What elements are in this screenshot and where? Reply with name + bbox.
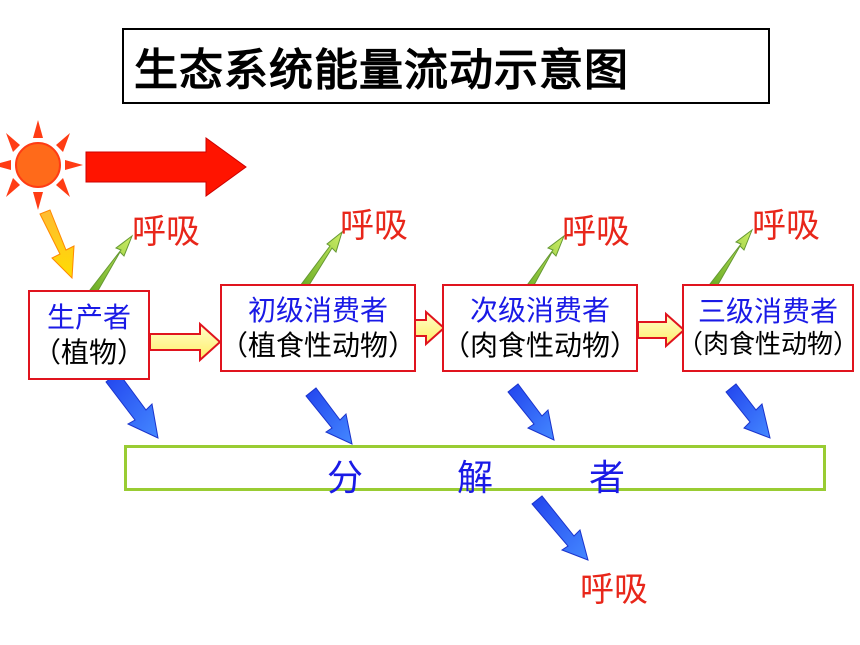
decomposer-box: 分 解 者 — [124, 445, 826, 499]
tertiary-respiration-arrow — [709, 228, 754, 289]
primary-consumer-node: 初级消费者 （植食性动物） — [220, 284, 416, 372]
diagram-title: 生态系统能量流动示意图 — [122, 28, 770, 104]
solar-energy-arrow — [85, 137, 247, 197]
primary-to-decomposer-arrow — [305, 387, 353, 445]
primary-consumer-name: 初级消费者 — [247, 294, 388, 327]
primary-respiration-arrow — [299, 230, 343, 291]
producer-to-decomposer-arrow — [105, 371, 159, 439]
secondary-consumer-name: 次级消费者 — [469, 294, 610, 327]
tertiary-respiration-label: 呼吸 — [752, 206, 820, 246]
sunlight-to-producer-arrow — [39, 209, 75, 280]
secondary-respiration-label: 呼吸 — [562, 212, 630, 252]
secondary-to-tertiary-arrow — [637, 311, 686, 349]
energy-flow-arrows — [149, 309, 686, 363]
producer-detail: （植物） — [32, 336, 145, 369]
decomposition-arrows — [105, 371, 771, 561]
decomposer-respiration-arrow — [531, 495, 589, 561]
decomposer-char-2: 解 — [457, 458, 494, 499]
producer-respiration-arrow — [89, 234, 134, 295]
decomposer-char-3: 者 — [589, 458, 626, 499]
secondary-consumer-node: 次级消费者 （肉食性动物） — [442, 284, 638, 372]
tertiary-consumer-detail: （肉食性动物） — [677, 330, 860, 361]
sun-icon — [0, 120, 83, 210]
secondary-to-decomposer-arrow — [507, 383, 555, 441]
decomposer-respiration-label: 呼吸 — [580, 570, 648, 610]
decomposer-char-1: 分 — [327, 458, 364, 499]
respiration-arrows — [89, 228, 754, 297]
secondary-consumer-detail: （肉食性动物） — [442, 329, 639, 362]
producer-respiration-label: 呼吸 — [132, 212, 200, 252]
tertiary-consumer-name: 三级消费者 — [697, 295, 838, 329]
tertiary-consumer-node: 三级消费者 （肉食性动物） — [677, 284, 859, 372]
tertiary-to-decomposer-arrow — [725, 383, 771, 439]
producer-to-primary-arrow — [149, 321, 222, 363]
producer-name: 生产者 — [46, 301, 131, 334]
producer-node: 生产者 （植物） — [28, 290, 150, 380]
primary-respiration-label: 呼吸 — [340, 206, 408, 246]
primary-consumer-detail: （植食性动物） — [220, 329, 417, 362]
